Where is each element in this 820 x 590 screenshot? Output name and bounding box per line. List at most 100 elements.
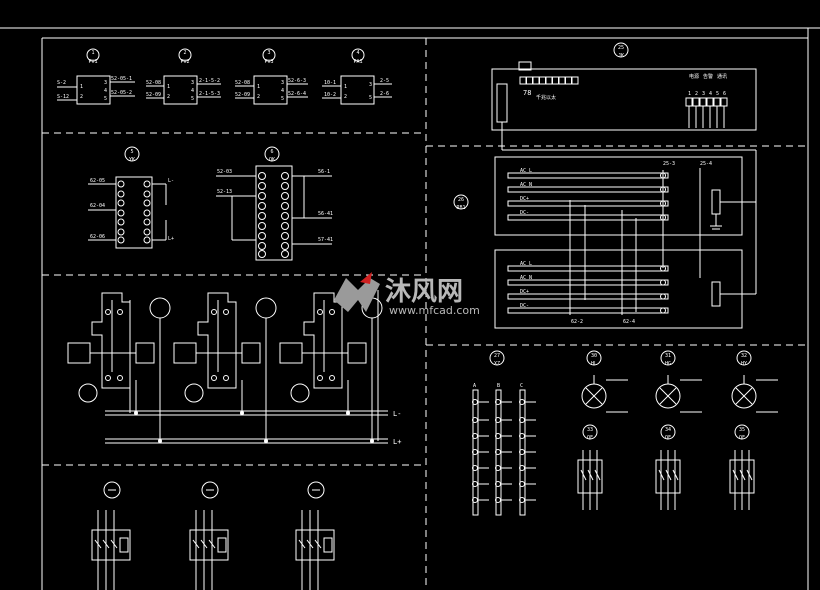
svg-text:56-41: 56-41 [318, 211, 333, 217]
yk-contact [143, 218, 151, 226]
watermark-text: 沐风网 [385, 277, 463, 307]
svg-text:62-04: 62-04 [90, 203, 105, 209]
svg-text:5: 5 [281, 96, 284, 102]
switch-yk-num: 5 [130, 149, 133, 155]
terminal-point [472, 433, 478, 439]
jk-right-pin [720, 97, 728, 107]
jk-right-pin [713, 97, 721, 107]
qk-contact [258, 172, 266, 180]
relay-node [264, 439, 268, 443]
breaker-blade [314, 539, 322, 549]
qk-contact [281, 222, 289, 230]
breaker-tag [582, 424, 598, 440]
svg-text:52-6-4: 52-6-4 [288, 91, 306, 97]
lamp-cross [585, 387, 603, 405]
terminal-point [495, 497, 501, 503]
breaker-indicator [103, 481, 121, 499]
svg-text:4: 4 [191, 88, 194, 94]
terminal-point [495, 481, 501, 487]
terminal-code: XZ [494, 361, 500, 367]
meter-1: 1 PV1 S-2 S-12 12 345 52-05-152-05-2 [57, 48, 135, 105]
jk-pin [571, 76, 579, 85]
terminal-point [472, 481, 478, 487]
qk-contact [281, 212, 289, 220]
lamp-cross [659, 387, 677, 405]
relay-body [197, 292, 237, 389]
jk-pin [526, 76, 533, 85]
bus-bar-label: AC N [520, 275, 532, 281]
meter-4-code: PA1 [353, 59, 362, 65]
terminal-point [495, 399, 501, 405]
breaker-blade [110, 539, 118, 549]
relay-body [303, 292, 343, 389]
svg-text:52-05-2: 52-05-2 [111, 90, 132, 96]
jk-pin [532, 76, 540, 85]
breaker-num: 33 [587, 427, 593, 433]
breaker-indicator [307, 481, 325, 499]
svg-text:1: 1 [80, 84, 83, 90]
yk-contact [117, 190, 125, 198]
svg-text:2-1-5-3: 2-1-5-3 [199, 91, 220, 97]
terminal-point [472, 417, 478, 423]
bus-panel: AC LAC NDC+DC-AC LAC NDC+DC- 25-3 25-4 6… [494, 149, 757, 329]
terminal-point [472, 465, 478, 471]
yk-contact [117, 218, 125, 226]
jk-pin [539, 76, 546, 85]
jk-right-pin [685, 97, 693, 107]
svg-text:52-08: 52-08 [146, 80, 161, 86]
terminal-num: 27 [494, 353, 500, 359]
yk-contact [143, 180, 151, 188]
breaker-blade [746, 469, 753, 481]
watermark-logo-accent-icon [360, 272, 372, 284]
yk-contact [143, 236, 151, 244]
relay-contact [347, 342, 367, 364]
svg-text:1: 1 [344, 84, 347, 90]
relay-contact [241, 342, 261, 364]
svg-text:告警: 告警 [703, 73, 713, 80]
breaker-blade [94, 539, 102, 549]
svg-text:2: 2 [257, 94, 260, 100]
lamp-tag [660, 350, 676, 366]
bus-bar-label: AC L [520, 168, 532, 174]
svg-text:57-41: 57-41 [318, 237, 333, 243]
relay-body [91, 292, 131, 389]
relay-node [346, 411, 350, 415]
jk-pin [552, 76, 559, 85]
bus-bar [507, 279, 669, 286]
bus-bar-label: DC+ [520, 289, 529, 295]
module-26: 26 RB1 [453, 194, 469, 211]
breaker-blade [306, 539, 314, 549]
svg-text:5: 5 [191, 96, 194, 102]
bus-bar-label: DC+ [520, 196, 529, 202]
jk-right-num: 3 [702, 91, 705, 97]
bus-node [660, 293, 666, 300]
relay-coil [173, 342, 197, 364]
switch-qk-code: QK [269, 157, 275, 163]
terminal-point [495, 433, 501, 439]
relay-coil [67, 342, 91, 364]
relay-units [67, 290, 383, 443]
relay-pin [329, 375, 335, 381]
relay-pin [317, 309, 323, 315]
relay-pin [223, 309, 229, 315]
relay-bottom-circle [78, 383, 98, 403]
qk-contact [281, 250, 289, 258]
qk-contact [258, 222, 266, 230]
lamp-code: HY [741, 361, 747, 367]
bus-tag-25-3: 25-3 [663, 161, 675, 167]
yk-contact [143, 199, 151, 207]
yk-contact [117, 228, 125, 236]
meter-4-num: 4 [356, 50, 359, 56]
yk-contact [117, 209, 125, 217]
bus-bar [507, 293, 669, 300]
svg-text:5: 5 [369, 95, 372, 101]
breaker-indicator [201, 481, 219, 499]
breaker-blade [298, 539, 306, 549]
breaker-aux [323, 537, 333, 553]
module-25-code: JK [618, 53, 624, 59]
lamp-tag [586, 350, 602, 366]
yk-contact [117, 236, 125, 244]
module-26-code: RB1 [456, 205, 465, 211]
